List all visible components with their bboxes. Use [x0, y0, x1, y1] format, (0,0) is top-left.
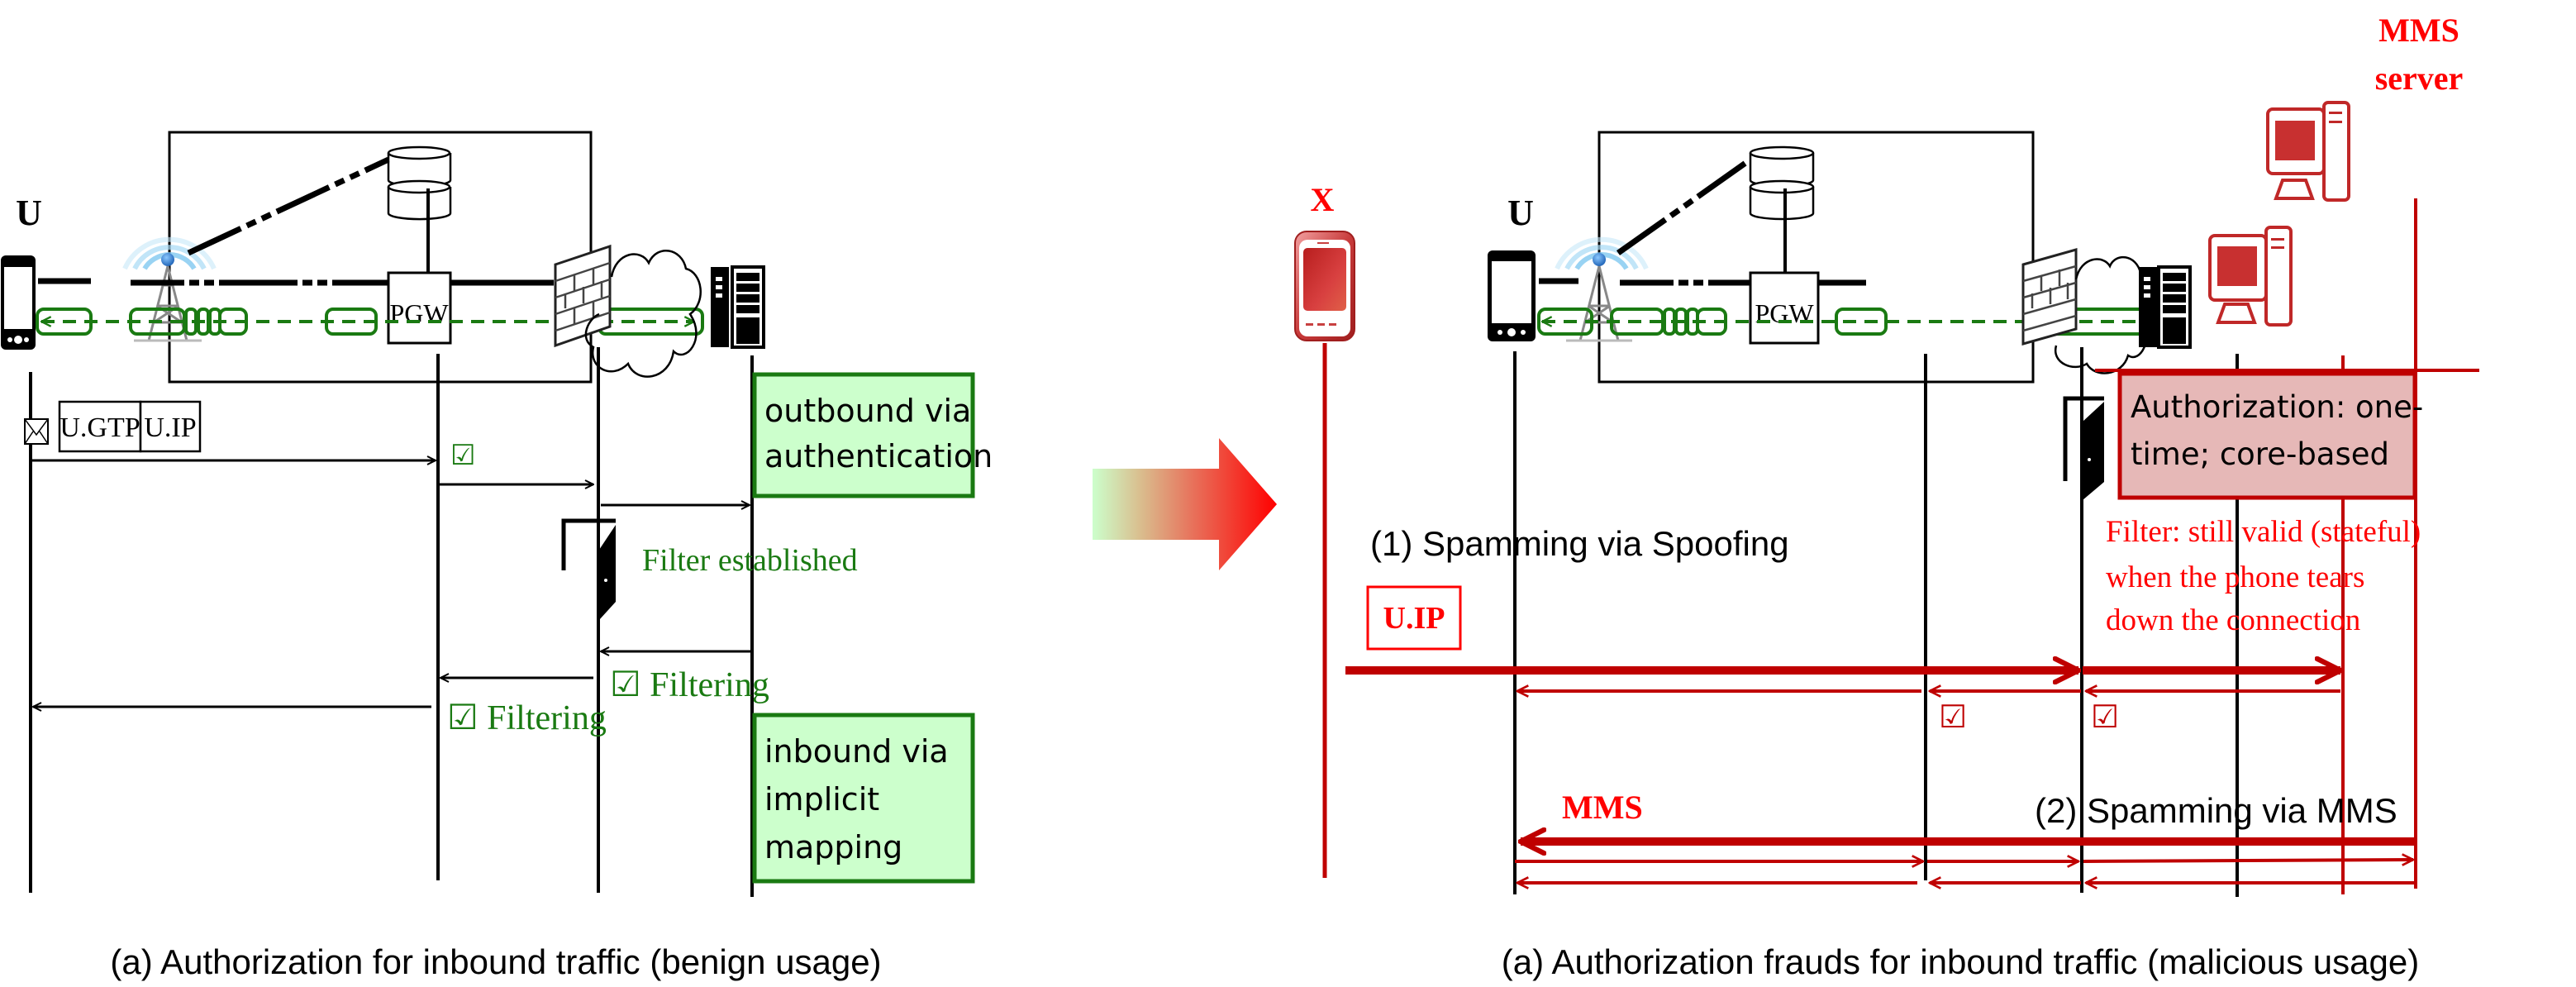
mms-server-label-1: MMS: [2378, 12, 2459, 49]
packet-header: U.GTP U.IP: [58, 400, 202, 453]
server-icon: [711, 265, 765, 349]
mms-attack-label: (2) Spamming via MMS: [2035, 791, 2397, 830]
spoofed-ip-label: U.IP: [1383, 601, 1445, 636]
inbound-note: inbound via implicit mapping: [752, 713, 975, 884]
pgw-box: [387, 271, 452, 345]
left-panel: U: [1, 131, 993, 981]
inbound-line-1: inbound via: [764, 733, 949, 770]
server-icon-right: [2139, 265, 2192, 349]
control-link: [187, 156, 390, 256]
core-network-box: [168, 131, 593, 384]
left-caption: (a) Authorization for inbound traffic (b…: [110, 942, 881, 981]
filtering-label-pgw: ☑ Filtering: [447, 699, 607, 737]
door-filter-icon-right: [2063, 396, 2104, 500]
header-ip: U.IP: [144, 412, 196, 443]
core-network-box-right: [1598, 131, 2035, 384]
mms-server-computer-icon: [2266, 101, 2350, 202]
cell-tower-icon: [122, 236, 217, 342]
pgw-label-right: PGW: [1755, 298, 1814, 328]
right-panel: X U: [1294, 12, 2479, 981]
authorization-note: Authorization: one- time; core-based: [2117, 371, 2423, 500]
cell-tower-icon-right: [1555, 236, 1649, 342]
user-label: U: [16, 193, 42, 233]
envelope-icon: [24, 418, 49, 445]
pgw-label: PGW: [389, 298, 449, 328]
pgw-box-right: [1749, 271, 1820, 345]
attacker-label: X: [1311, 181, 1335, 218]
pgw-check-icon-right: ☑: [1939, 700, 1967, 735]
filter-note-line-1: Filter: still valid (stateful): [2106, 515, 2421, 549]
victim-computer-icon: [2208, 226, 2293, 327]
mms-fetch-3: [2083, 860, 2413, 861]
mms-server-label-2: server: [2375, 60, 2464, 97]
outbound-line-2: authentication: [764, 438, 993, 474]
phone-icon: [1, 255, 36, 350]
database-icon-right: [1749, 145, 1815, 221]
inbound-line-3: mapping: [764, 829, 902, 865]
filter-note-line-2: when the phone tears: [2106, 560, 2364, 594]
auth-line-1: Authorization: one-: [2131, 389, 2423, 425]
inbound-line-2: implicit: [764, 781, 879, 818]
mms-label: MMS: [1562, 789, 1643, 826]
outbound-line-1: outbound via: [764, 393, 971, 429]
gradient-right-arrow-icon: [1093, 438, 1277, 570]
phone-icon-right: [1488, 250, 1536, 341]
spoofed-ip-header: U.IP: [1366, 585, 1462, 651]
filter-note-line-3: down the connection: [2106, 603, 2360, 637]
internet-cloud-icon: [584, 249, 702, 378]
auth-line-2: time; core-based: [2131, 436, 2389, 472]
filter-note: Filter: still valid (stateful) when the …: [2106, 515, 2421, 637]
right-caption: (a) Authorization frauds for inbound tra…: [1502, 942, 2419, 981]
spoofing-attack-label: (1) Spamming via Spoofing: [1370, 524, 1789, 563]
firewall-icon-right: [2021, 248, 2078, 346]
filtering-label-firewall: ☑ Filtering: [610, 666, 769, 704]
firewall-icon: [554, 244, 612, 348]
firewall-check-icon-right: ☑: [2091, 700, 2119, 735]
pgw-check-icon: ☑: [450, 441, 475, 471]
user-label-right: U: [1507, 193, 1534, 233]
attacker-phone-icon: [1294, 231, 1355, 341]
outbound-note: outbound via authentication: [752, 372, 993, 498]
header-gtp: U.GTP: [60, 412, 140, 443]
door-filter-icon: [561, 518, 616, 620]
filter-established-label: Filter established: [642, 543, 858, 578]
database-icon: [387, 145, 452, 221]
